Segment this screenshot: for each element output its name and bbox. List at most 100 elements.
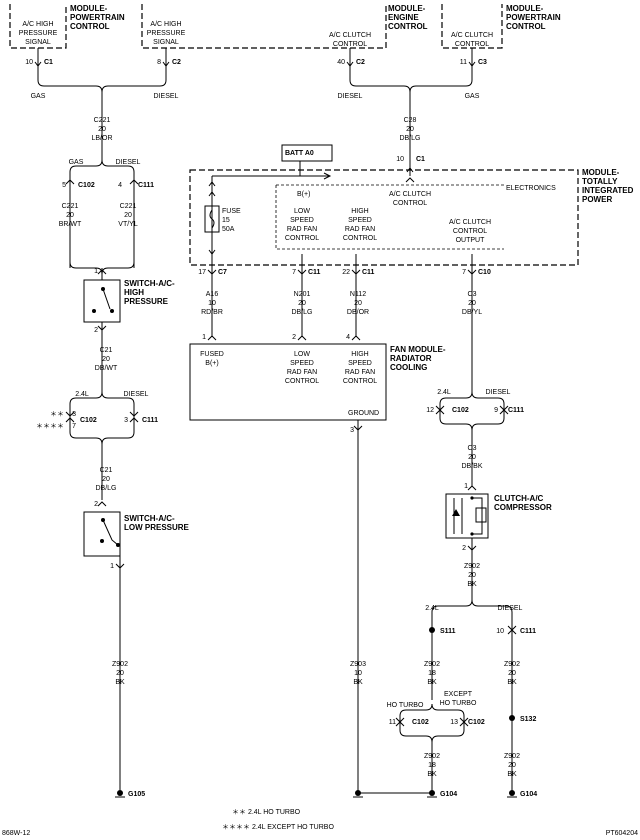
pin-label: 10: [25, 59, 33, 66]
wire-label: Z902 20 BK: [504, 661, 520, 686]
pin-label: 8: [157, 59, 161, 66]
footnote-four-star: ＊＊＊＊ 2.4L EXCEPT HO TURBO: [222, 824, 334, 831]
wire-label: N112 20 DB/OR: [346, 291, 370, 316]
tipm-box: [189, 169, 579, 266]
corner-id-left: 868W-12: [2, 830, 31, 837]
pcm-gas-signal: A/C HIGH PRESSURE SIGNAL: [18, 21, 58, 46]
ecm-hp-signal: A/C HIGH PRESSURE SIGNAL: [146, 21, 186, 46]
pin-label: 4: [118, 182, 122, 189]
option-label: DIESEL: [497, 605, 523, 612]
connector-c102: C102: [468, 719, 485, 726]
wire-label: C21 20 DB/WT: [94, 347, 118, 372]
wire-label: C3 20 DB/BK: [461, 445, 483, 470]
fan-ground: GROUND: [348, 410, 380, 417]
connector-c102: C102: [452, 407, 469, 414]
connector-c102: C102: [78, 182, 95, 189]
pin-label: 1: [464, 483, 468, 490]
option-label: DIESEL: [123, 391, 149, 398]
connector-c111: C111: [508, 407, 524, 414]
fan-module-box: [189, 343, 387, 421]
switch-low-pressure: [83, 511, 121, 557]
switch-high-pressure: [83, 279, 121, 323]
connector-c1: C1: [44, 59, 53, 66]
connector-c3: C3: [478, 59, 487, 66]
tipm-low-speed: LOW SPEED RAD FAN CONTROL: [284, 208, 320, 242]
pin-label: 13: [450, 719, 458, 726]
pin-label: 11: [459, 59, 467, 66]
pin-label: 3: [350, 427, 354, 434]
pin-label: 10: [496, 628, 504, 635]
pin-label: 3: [72, 411, 76, 418]
connector-c11: C11: [308, 269, 321, 276]
option-label: DIESEL: [115, 159, 141, 166]
pin-label: 7: [292, 269, 296, 276]
fan-high: HIGH SPEED RAD FAN CONTROL: [342, 351, 378, 385]
option-label: GAS: [30, 93, 46, 100]
ecm-title: MODULE- ENGINE CONTROL: [388, 4, 428, 31]
bplus-label: B(+): [297, 191, 311, 198]
pin-label: 22: [342, 269, 350, 276]
connector-c2: C2: [172, 59, 181, 66]
connector-c111: C111: [138, 182, 154, 189]
option-label: HO TURBO: [386, 702, 424, 709]
pin-label: 1: [94, 268, 98, 275]
wire-label: A16 10 RD/BR: [201, 291, 223, 316]
ground-g104: G104: [520, 791, 538, 798]
option-label: GAS: [464, 93, 480, 100]
pcm-gas-title: MODULE- POWERTRAIN CONTROL: [70, 4, 125, 31]
ground-g105: G105: [128, 791, 146, 798]
connector-c1: C1: [416, 156, 425, 163]
splice-s132: S132: [520, 716, 537, 723]
option-label: EXCEPT HO TURBO: [439, 691, 477, 707]
footnote-mark: ＊＊＊＊: [36, 423, 64, 430]
connector-c11: C11: [362, 269, 375, 276]
batt-a0-box: [281, 144, 333, 162]
pin-label: 9: [494, 407, 498, 414]
pin-label: 3: [124, 417, 128, 424]
connector-c111: C111: [520, 628, 536, 635]
pin-label: 2: [292, 334, 296, 341]
fan-module-title: FAN MODULE- RADIATOR COOLING: [390, 345, 446, 372]
wire-label: Z903 10 BK: [350, 661, 366, 686]
pin-label: 5: [62, 182, 66, 189]
pin-label: 1: [202, 334, 206, 341]
option-label: 2.4L: [425, 605, 439, 612]
pin-label: 40: [337, 59, 345, 66]
corner-id-right: PT604204: [605, 830, 638, 837]
switch-high-title: SWITCH-A/C- HIGH PRESSURE: [124, 279, 175, 306]
pcm-right-title: MODULE- POWERTRAIN CONTROL: [506, 4, 561, 31]
option-label: DIESEL: [485, 389, 511, 396]
connector-c102: C102: [412, 719, 429, 726]
wire-label: Z902 20 BK: [504, 753, 520, 778]
wire-label: Z902 20 BK: [112, 661, 128, 686]
pin-label: 2: [462, 545, 466, 552]
connector-c2: C2: [356, 59, 365, 66]
pin-label: 7: [72, 423, 76, 430]
clutch-title: CLUTCH-A/C COMPRESSOR: [494, 494, 552, 512]
brace-gas-diesel-left: [37, 79, 167, 93]
wire-label: C221 20 BR/WT: [58, 203, 82, 228]
pin-label: 2: [94, 327, 98, 334]
pin-label: 4: [346, 334, 350, 341]
wire-label: Z902 18 BK: [424, 661, 440, 686]
pin-label: 10: [396, 156, 404, 163]
tipm-ac-clutch-output: A/C CLUTCH CONTROL OUTPUT: [448, 219, 492, 244]
option-label: DIESEL: [337, 93, 363, 100]
option-label: 2.4L: [75, 391, 89, 398]
wire-label: C221 20 VT/YL: [118, 203, 138, 228]
tipm-ac-clutch-control: A/C CLUTCH CONTROL: [388, 191, 432, 207]
tipm-high-speed: HIGH SPEED RAD FAN CONTROL: [342, 208, 378, 242]
pin-label: 11: [388, 719, 396, 726]
brace-diesel-gas-right: [349, 79, 473, 93]
pin-label: 12: [426, 407, 434, 414]
wire-label: C3 20 DB/YL: [461, 291, 483, 316]
pin-label: 1: [110, 563, 114, 570]
option-label: DIESEL: [153, 93, 179, 100]
switch-low-title: SWITCH-A/C- LOW PRESSURE: [124, 514, 189, 532]
pcm-right-signal: A/C CLUTCH CONTROL: [450, 32, 494, 48]
pin-label: 7: [462, 269, 466, 276]
clutch-compressor: [445, 493, 489, 539]
wire-label: N201 20 DB/LG: [291, 291, 313, 316]
